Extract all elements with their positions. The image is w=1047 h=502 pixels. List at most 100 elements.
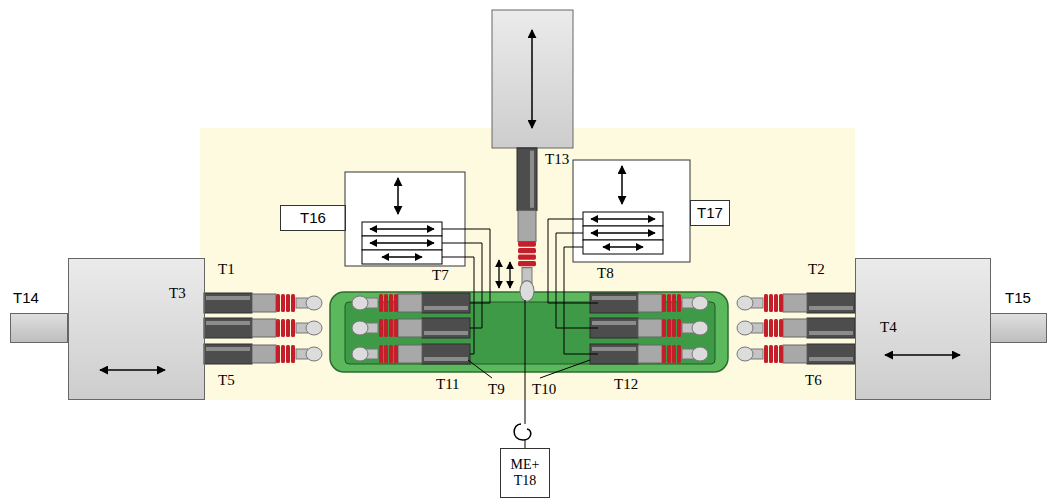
connector-plug	[807, 293, 855, 313]
connector-plug	[592, 347, 636, 351]
connector-plug	[809, 331, 853, 335]
connector-plug	[662, 294, 666, 312]
connector-plug	[764, 294, 768, 312]
connector-plug	[774, 345, 778, 363]
switch-bar	[362, 222, 442, 236]
connector-plug	[286, 294, 290, 312]
connector-plug	[783, 345, 807, 363]
wire	[442, 243, 482, 328]
connector-plug	[252, 294, 276, 312]
part-label: T4	[880, 319, 897, 336]
connector-plug	[779, 319, 783, 337]
connector-plug	[667, 345, 671, 363]
connector-plug	[276, 345, 280, 363]
connector-plug	[692, 296, 708, 310]
connector-plug	[379, 319, 383, 337]
connector-plug	[518, 242, 536, 247]
connector-plug	[769, 319, 773, 337]
part-label: T3	[169, 285, 186, 302]
connector-plug	[590, 293, 708, 313]
connector-plug	[672, 345, 676, 363]
callout-number: T6	[805, 373, 822, 388]
callout-number: T8	[597, 266, 614, 281]
wire	[442, 219, 598, 448]
background-panel	[200, 128, 855, 400]
connector-plug	[252, 319, 276, 337]
switch-bar	[362, 236, 442, 250]
connector-plug	[422, 293, 470, 313]
connector-plug	[286, 345, 290, 363]
label-box: T17	[690, 200, 730, 226]
connector-plug	[291, 345, 295, 363]
connector-plug	[764, 345, 768, 363]
connector-plug	[592, 321, 636, 325]
connector-plug	[590, 318, 708, 338]
callout-number: T2	[808, 262, 825, 277]
part-label: T15	[1005, 289, 1031, 306]
actuator-box	[492, 10, 573, 148]
connector-plug	[692, 321, 708, 335]
box-fill	[10, 313, 68, 343]
connector-plug	[384, 345, 388, 363]
connector-plug	[779, 294, 783, 312]
callout-number: T9	[488, 382, 505, 397]
connector-plug	[424, 357, 468, 361]
switch-box	[573, 160, 690, 262]
connector-plug	[389, 319, 393, 337]
motion-arrow	[591, 218, 655, 219]
connector-plug	[204, 318, 322, 338]
connector-plug	[291, 294, 295, 312]
connector-plug	[520, 281, 534, 302]
motion-arrow	[621, 166, 623, 204]
connector-plug	[590, 344, 708, 364]
connector-plug	[807, 318, 855, 338]
motion-arrow	[509, 262, 510, 288]
leader-line	[468, 360, 492, 378]
connector-plug	[281, 319, 285, 337]
connector-plug	[774, 294, 778, 312]
connector-plug	[398, 345, 422, 363]
wire	[525, 300, 526, 424]
callout-number: T10	[532, 382, 556, 397]
connector-plug	[204, 318, 252, 338]
connector-plug	[737, 347, 753, 361]
motion-arrow	[370, 242, 434, 243]
connector-plug	[306, 296, 322, 310]
connector-plug	[807, 344, 855, 364]
callout-number: T5	[218, 373, 235, 388]
connector-plug	[389, 345, 393, 363]
motion-arrow	[370, 228, 434, 229]
box-fill	[68, 258, 205, 400]
connector-plug	[518, 261, 536, 266]
connector-plug	[352, 347, 368, 361]
connector-plug	[677, 319, 681, 337]
box-fill	[855, 258, 991, 400]
connector-plug	[517, 148, 537, 210]
switch-box	[345, 172, 465, 266]
connector-plug	[774, 319, 778, 337]
switch-bar	[583, 226, 663, 240]
power-box: ME+ T18	[500, 448, 550, 498]
connector-plug	[518, 255, 536, 260]
shaft-box: T14	[10, 313, 68, 343]
callout-number: T11	[436, 377, 460, 392]
connector-plug	[737, 344, 855, 364]
connector-plug	[394, 345, 398, 363]
connector-plug	[252, 345, 276, 363]
part-label: T17	[697, 204, 723, 221]
connector-plug	[692, 347, 708, 361]
connector-plug	[672, 319, 676, 337]
switch-bar	[583, 240, 663, 254]
connector-plug	[204, 293, 322, 313]
plug-symbol	[514, 424, 531, 440]
connector-plug	[662, 319, 666, 337]
connector-plug	[809, 306, 853, 310]
connector-plug	[206, 321, 250, 325]
motion-arrow	[531, 30, 533, 128]
box-fill	[280, 205, 346, 231]
motion-arrow	[603, 246, 643, 247]
box-fill	[500, 448, 550, 498]
connector-plug	[422, 318, 470, 338]
connector-plug	[352, 293, 470, 313]
